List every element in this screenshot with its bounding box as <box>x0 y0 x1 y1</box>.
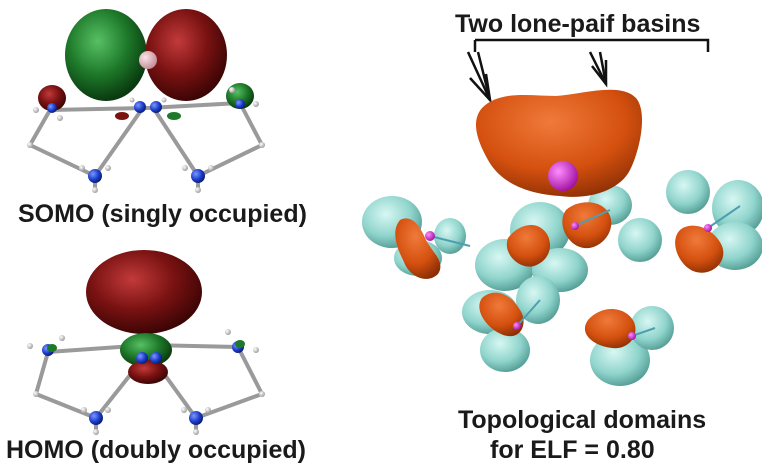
lone-pair-basins-caption: Two lone-paif basins <box>455 10 701 38</box>
elf-value-caption: for ELF = 0.80 <box>490 436 655 464</box>
somo-nitrogen-atoms <box>47 99 245 183</box>
central-atom <box>139 51 157 69</box>
somo-side-lobe-left <box>38 85 66 111</box>
elf-attractors <box>425 161 712 340</box>
homo-small-lobe <box>47 344 57 352</box>
elf-domains <box>362 38 762 386</box>
somo-small-lobe <box>167 112 181 120</box>
homo-caption: HOMO (doubly occupied) <box>6 436 306 464</box>
elf-lone-pair-basins <box>395 89 724 349</box>
somo-hydrogen-atoms <box>27 87 265 193</box>
basin-arrows <box>466 38 710 104</box>
somo-lobe-positive <box>145 9 227 101</box>
homo-molecule <box>27 250 265 435</box>
homo-lobe-positive <box>86 250 202 334</box>
topological-domains-caption: Topological domains <box>458 406 707 434</box>
homo-nitrogen-atoms <box>42 341 244 425</box>
somo-caption: SOMO (singly occupied) <box>18 200 307 228</box>
somo-bonds <box>28 101 264 190</box>
homo-lower-lobe <box>128 360 168 384</box>
somo-small-lobe <box>115 112 129 120</box>
elf-bond-lines <box>429 205 741 337</box>
homo-hydrogen-atoms <box>27 329 265 435</box>
homo-small-lobe <box>235 340 245 348</box>
somo-lobe-negative <box>65 9 147 101</box>
somo-molecule <box>27 9 265 193</box>
